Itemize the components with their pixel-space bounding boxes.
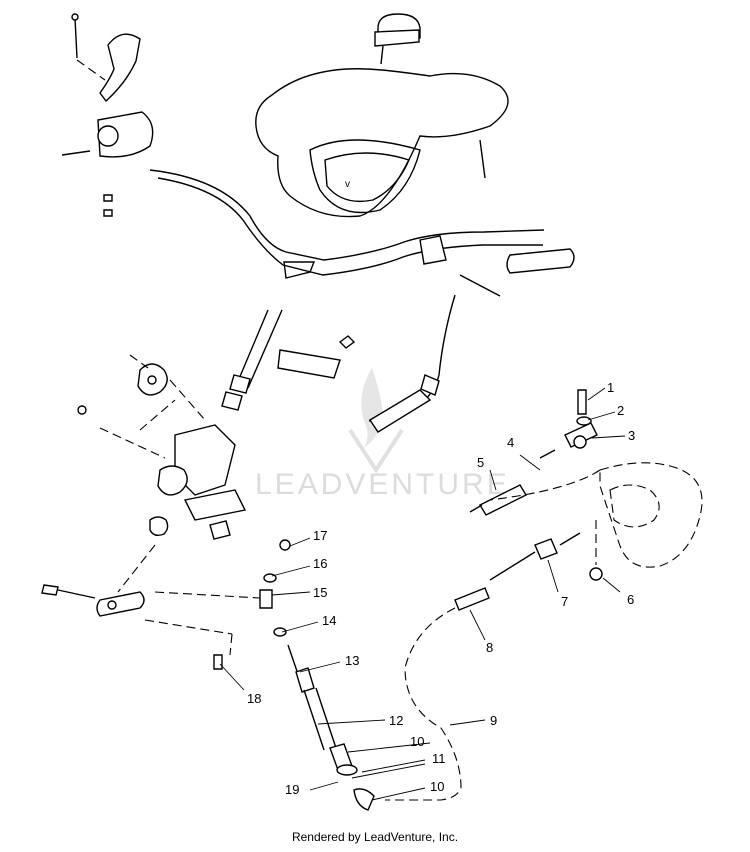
- callout-15: 15: [313, 585, 327, 600]
- speedometer-meter: [374, 13, 421, 65]
- callout-6: 6: [627, 592, 634, 607]
- throttle-cable-right: [385, 389, 703, 801]
- callout-9: 9: [490, 713, 497, 728]
- handlebar: [149, 169, 575, 297]
- watermark-text: LEADVENTURE: [255, 468, 510, 501]
- callout-11: 11: [432, 751, 446, 766]
- callout-1: 1: [607, 380, 614, 395]
- callout-19: 19: [285, 782, 299, 797]
- tether-strap: [368, 294, 456, 433]
- callout-5: 5: [477, 455, 484, 470]
- callout-16: 16: [313, 556, 327, 571]
- handlebar-pod-cover: v: [255, 68, 509, 218]
- callout-18: 18: [247, 691, 261, 706]
- svg-text:v: v: [345, 179, 350, 190]
- callout-17: 17: [313, 528, 327, 543]
- callout-10-lower: 10: [430, 779, 444, 794]
- callout-14: 14: [322, 613, 336, 628]
- callout-leaders: [219, 387, 626, 801]
- callout-8: 8: [486, 640, 493, 655]
- callout-2: 2: [617, 403, 624, 418]
- steering-post: [221, 309, 283, 411]
- callout-4: 4: [507, 435, 514, 450]
- throttle-cable-column: [259, 539, 375, 811]
- steering-support-assembly: [77, 354, 247, 540]
- pitman-arm-linkage: [41, 544, 261, 670]
- footer-credit: Rendered by LeadVenture, Inc.: [291, 830, 459, 844]
- callout-13: 13: [345, 653, 359, 668]
- callout-12: 12: [389, 713, 403, 728]
- callout-10-upper: 10: [410, 734, 424, 749]
- throttle-housing: [61, 13, 154, 217]
- callout-3: 3: [628, 428, 635, 443]
- bracket: [277, 335, 356, 379]
- callout-7: 7: [561, 594, 568, 609]
